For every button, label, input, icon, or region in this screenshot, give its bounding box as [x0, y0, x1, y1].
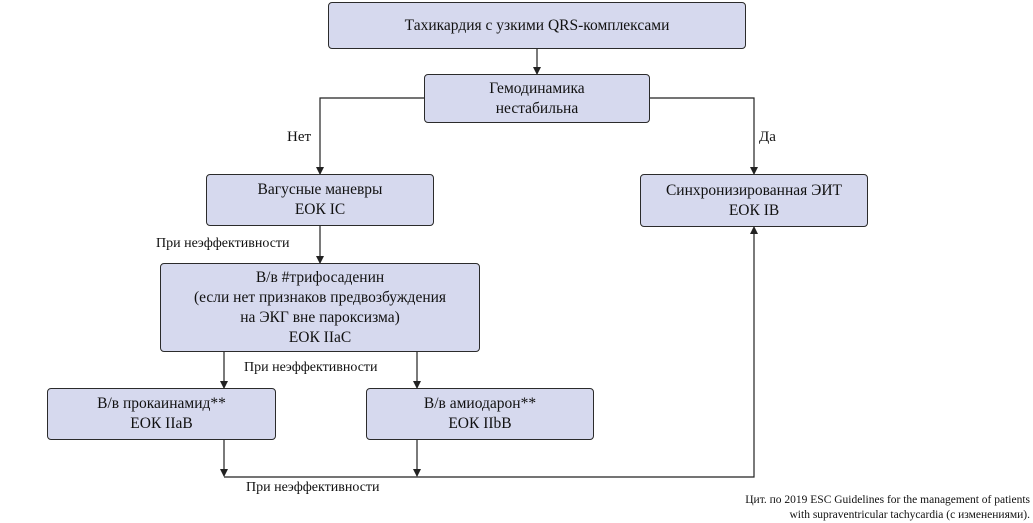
node-start: Тахикардия с узкими QRS-комплексами — [328, 2, 746, 49]
node-hemo-line1: Гемодинамика — [489, 79, 585, 97]
node-atp-line2: (если нет признаков предвозбуждения — [193, 288, 447, 306]
label-ineffective-bottom: При неэффективности — [246, 480, 380, 495]
node-atp: В/в #трифосаденин (если нет признаков пр… — [160, 263, 480, 352]
node-eit-line2: ЕОК IB — [728, 201, 780, 219]
node-atp-line1: В/в #трифосаденин — [255, 268, 385, 286]
node-amio-line1: В/в амиодарон** — [423, 395, 537, 412]
node-procain-line2: ЕОК IIaB — [130, 415, 193, 432]
node-vagal-line2: ЕОК IC — [294, 201, 346, 218]
node-hemo-line2: нестабильна — [495, 99, 579, 117]
node-vagal: Вагусные маневры ЕОК IC — [206, 174, 434, 226]
node-eit: Синхронизированная ЭИТ ЕОК IB — [640, 174, 868, 227]
node-procain-line1: В/в прокаинамид** — [97, 395, 226, 412]
node-procainamide: В/в прокаинамид** ЕОК IIaB — [47, 388, 276, 440]
label-yes: Да — [759, 129, 776, 145]
source-caption: Цит. по 2019 ESC Guidelines for the mana… — [745, 493, 1030, 523]
node-atp-line3: на ЭКГ вне пароксизма) — [240, 308, 400, 326]
node-amio-line2: ЕОК IIbB — [448, 415, 512, 432]
edge-bottom-to-eit — [224, 226, 758, 478]
node-amiodarone: В/в амиодарон** ЕОК IIbB — [366, 388, 594, 440]
node-start-line1: Тахикардия с узкими QRS-комплексами — [404, 16, 670, 34]
edge-hemo-vagal — [316, 97, 424, 175]
label-ineffective-vagal: При неэффективности — [156, 236, 290, 251]
edge-hemo-eit — [650, 97, 758, 175]
label-no: Нет — [287, 129, 312, 145]
label-ineffective-atp: При неэффективности — [244, 360, 378, 375]
caption-line1: Цит. по 2019 ESC Guidelines for the mana… — [745, 494, 1030, 506]
node-hemodynamics: Гемодинамика нестабильна — [424, 74, 650, 123]
node-vagal-line1: Вагусные маневры — [257, 181, 383, 198]
node-atp-line4: ЕОК IIaC — [288, 328, 352, 346]
node-eit-line1: Синхронизированная ЭИТ — [665, 181, 843, 199]
caption-line2: with supraventricular tachycardia (с изм… — [789, 509, 1031, 521]
